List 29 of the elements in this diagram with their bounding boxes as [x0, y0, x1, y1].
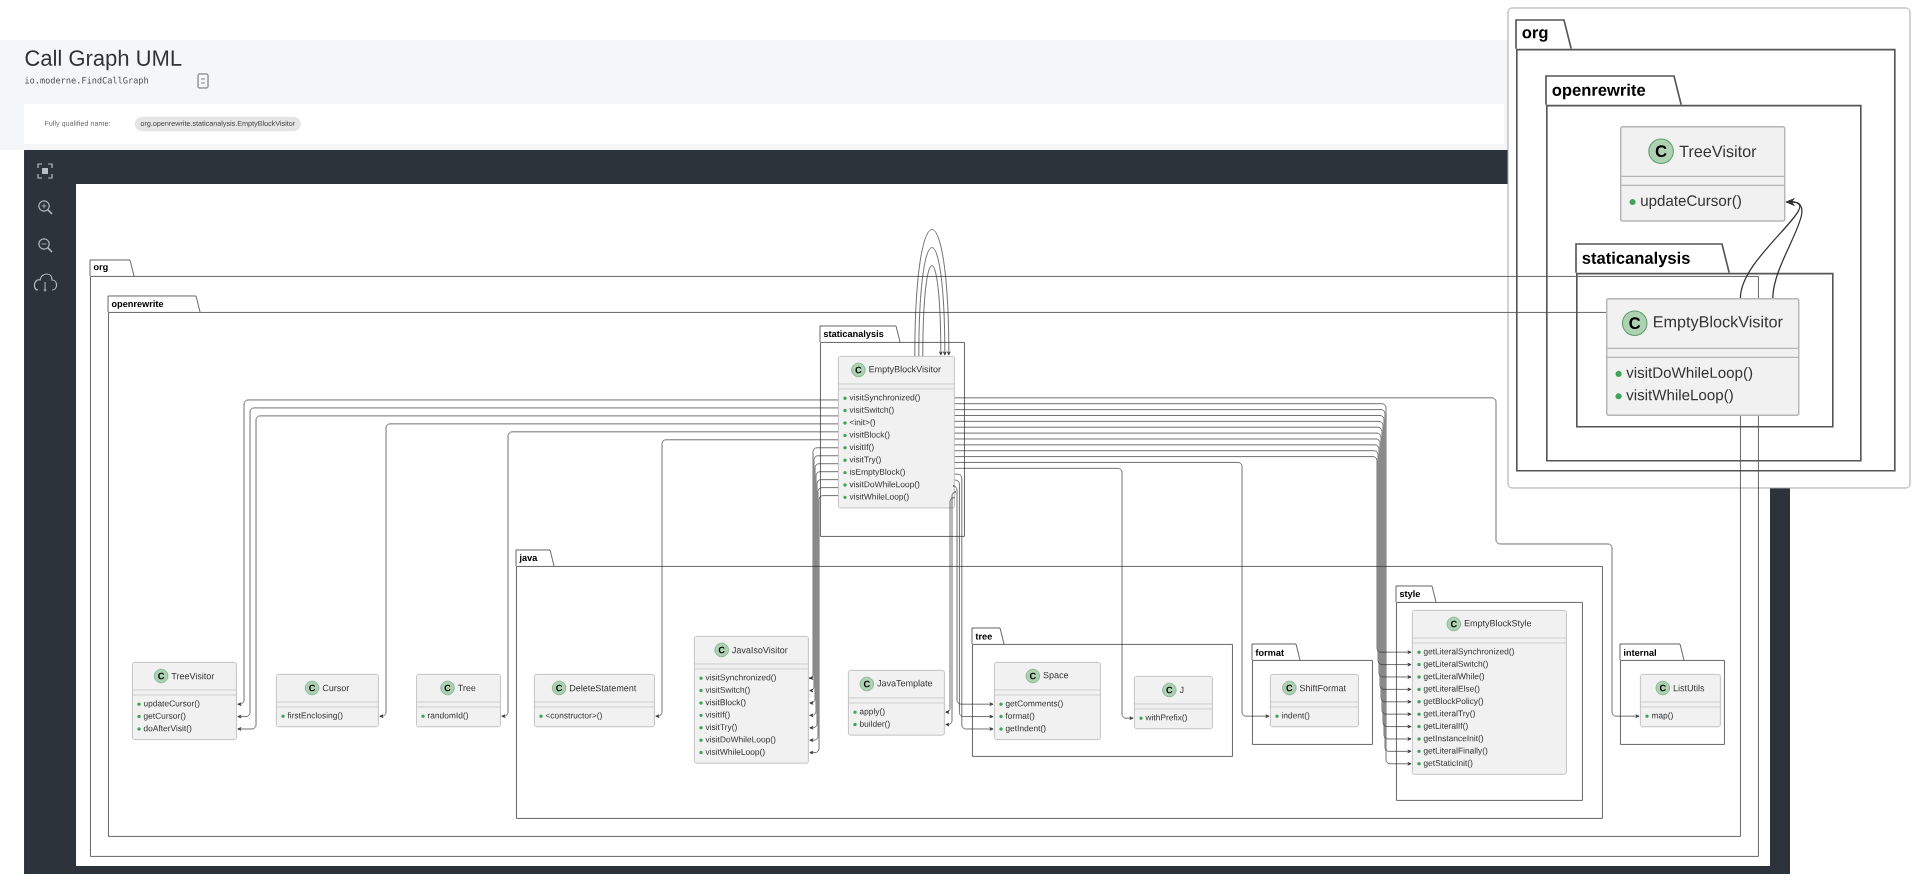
arrow — [954, 468, 1134, 720]
class-box — [1269, 673, 1359, 728]
arrow — [379, 423, 839, 718]
class-name: TreeVisitor — [1679, 145, 1757, 158]
arrow — [918, 247, 947, 357]
class-box — [533, 673, 655, 728]
arrow — [922, 265, 943, 357]
class-box — [415, 673, 501, 728]
arrow — [945, 491, 957, 727]
arrow — [954, 397, 1640, 718]
node-label: org — [1522, 29, 1548, 42]
class-box — [1411, 609, 1567, 775]
arrow — [501, 431, 839, 718]
class-box — [275, 673, 379, 728]
class-box — [837, 356, 955, 509]
arrow — [954, 462, 1270, 718]
arrow — [655, 439, 839, 718]
class-box — [131, 661, 237, 740]
class-box — [1133, 675, 1213, 730]
class-box — [693, 635, 809, 764]
class-box — [993, 661, 1101, 740]
arrow — [945, 497, 956, 714]
node-label: openrewrite — [1552, 83, 1646, 100]
page-title: Call Graph UML — [25, 49, 182, 71]
class-box — [1619, 126, 1786, 222]
class-box — [1605, 297, 1800, 417]
arrow — [914, 229, 951, 357]
class-box — [847, 670, 945, 736]
class-box — [1639, 673, 1721, 728]
